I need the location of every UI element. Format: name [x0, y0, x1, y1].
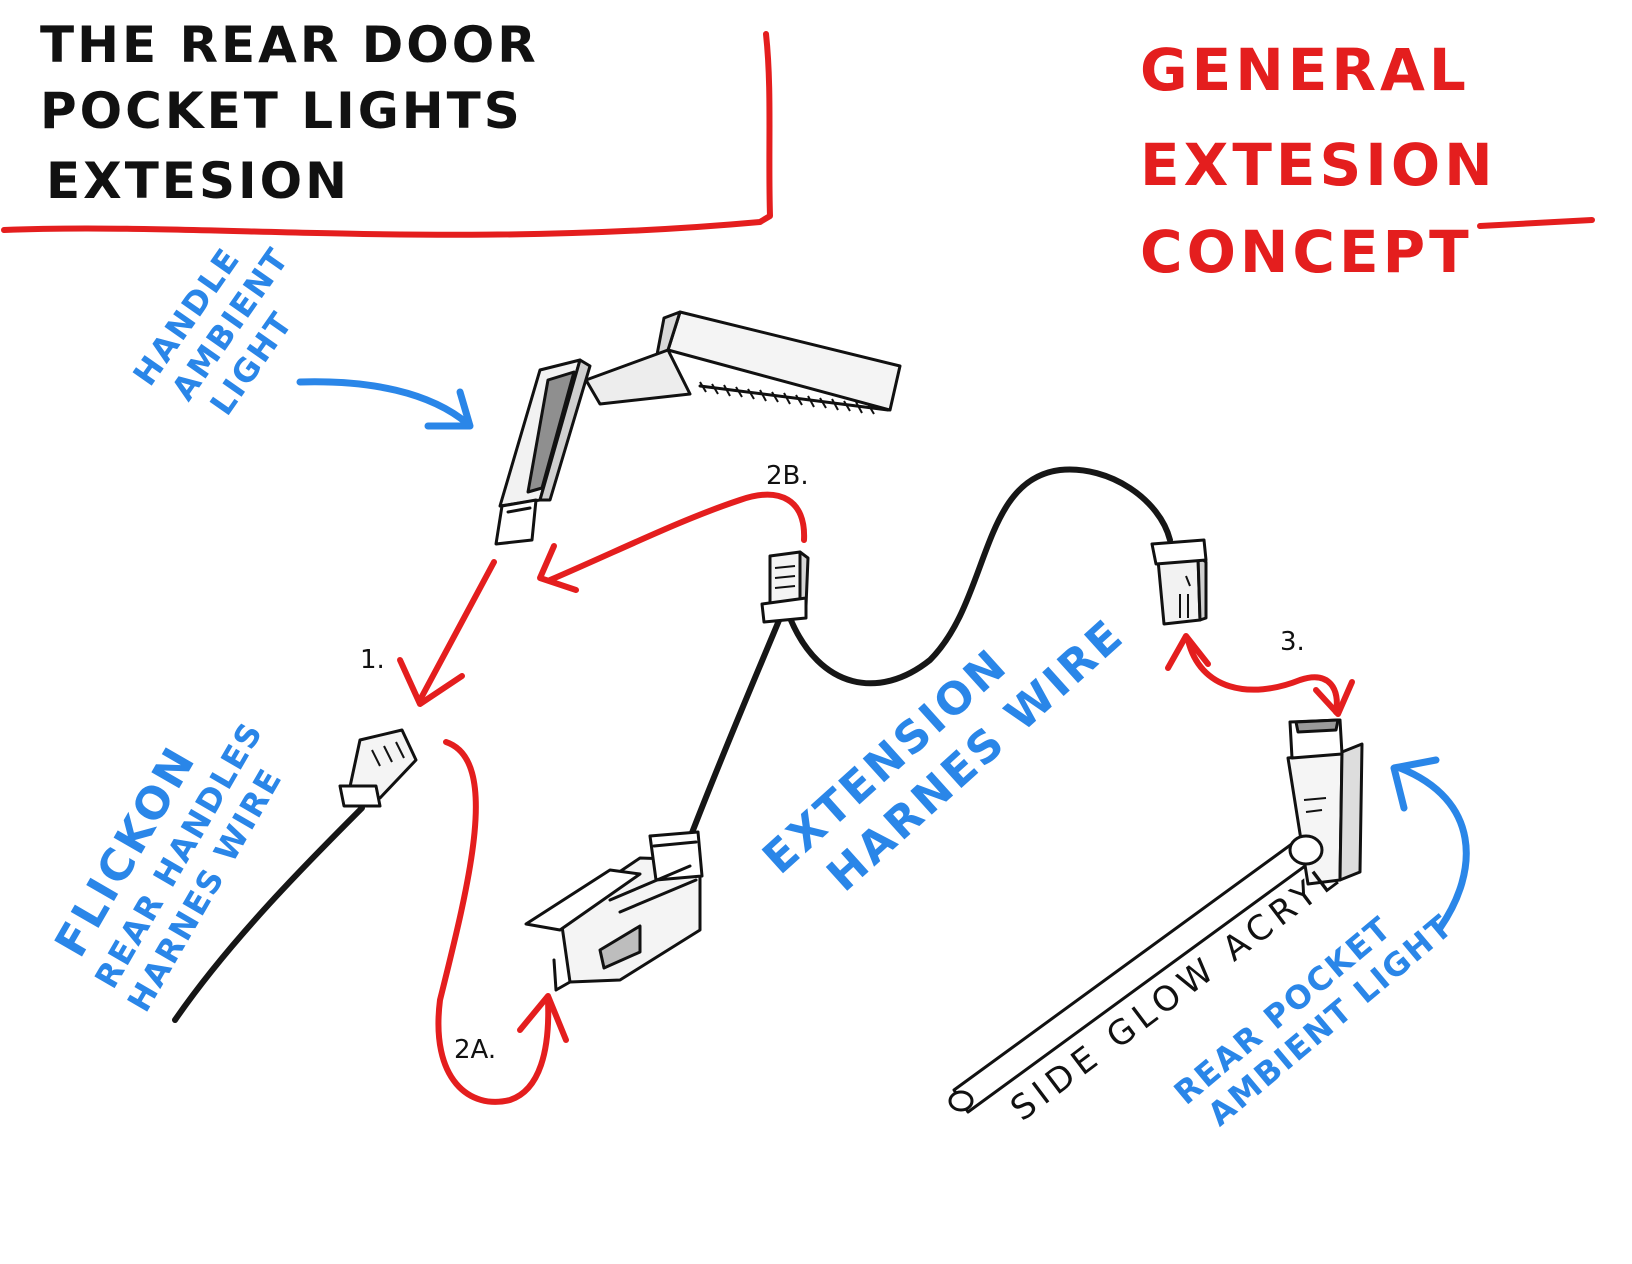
- title-line-3: EXTESION: [46, 152, 350, 210]
- step-3-arrowhead-up: [1165, 633, 1211, 671]
- pocket-light-arrow: [1396, 764, 1470, 932]
- step-1-arrow: [417, 559, 497, 703]
- handle-ambient-light-drawing: [494, 310, 902, 546]
- step-2a-label: 2A.: [454, 1035, 496, 1065]
- step-arrows: [397, 491, 1355, 1105]
- step-2a-arrow: [435, 739, 552, 1105]
- step-2b-arrow: [547, 491, 808, 583]
- step-2b-arrowhead: [537, 543, 579, 593]
- step-2b-label: 2B.: [766, 461, 809, 491]
- extension-label: EXTENSION HARNES WIRE: [753, 609, 1134, 902]
- step-2a-arrowhead: [517, 993, 569, 1043]
- step-3-arrowhead-down: [1313, 679, 1355, 717]
- concept-line-2: EXTESION: [1140, 131, 1497, 199]
- extension-harness-drawing: [524, 466, 1208, 992]
- step-1-label: 1.: [360, 645, 385, 675]
- handle-light-arrow: [296, 378, 472, 428]
- step-1-arrowhead: [397, 657, 465, 707]
- title-block: THE REAR DOOR POCKET LIGHTS EXTESION: [1, 16, 773, 238]
- handle-light-label: HANDLE AMBIENT LIGHT: [125, 240, 300, 422]
- title-frame: [1, 31, 773, 238]
- concept-line-1: GENERAL: [1140, 36, 1470, 104]
- rear-pocket-light-drawing: [948, 718, 1364, 1114]
- concept-heading: GENERAL EXTESION CONCEPT: [1140, 36, 1595, 286]
- handle-light-arrowhead: [424, 388, 474, 430]
- title-line-1: THE REAR DOOR: [40, 16, 539, 74]
- step-3-arrow: [1185, 637, 1340, 715]
- callout-arrows: [296, 378, 1470, 932]
- concept-line-3: CONCEPT: [1140, 218, 1473, 286]
- concept-underline: [1477, 217, 1595, 229]
- flickon-connector-drawing: [172, 728, 418, 1023]
- title-line-2: POCKET LIGHTS: [40, 82, 523, 140]
- pocket-light-arrowhead: [1390, 756, 1440, 812]
- flickon-label: FLICKON REAR HANDLES HARNES WIRE: [45, 715, 290, 1018]
- step-3-label: 3.: [1280, 627, 1305, 657]
